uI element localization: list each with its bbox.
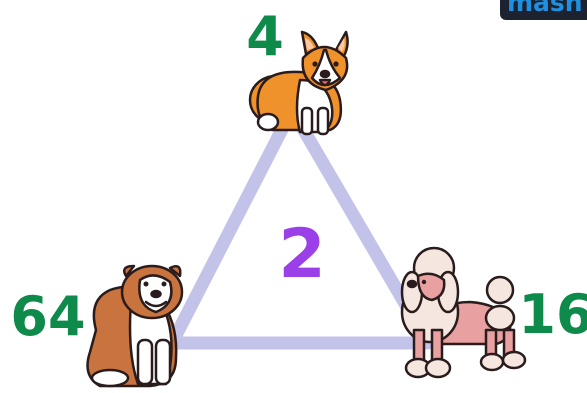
brand-logo: mash — [500, 0, 587, 20]
brand-logo-text: mash — [507, 0, 583, 17]
center-number: 2 — [278, 215, 325, 294]
right-number: 16 — [518, 283, 587, 346]
bulldog-icon — [88, 266, 182, 386]
top-number: 4 — [246, 5, 284, 68]
poodle-icon — [402, 248, 525, 377]
left-number: 64 — [10, 285, 85, 348]
